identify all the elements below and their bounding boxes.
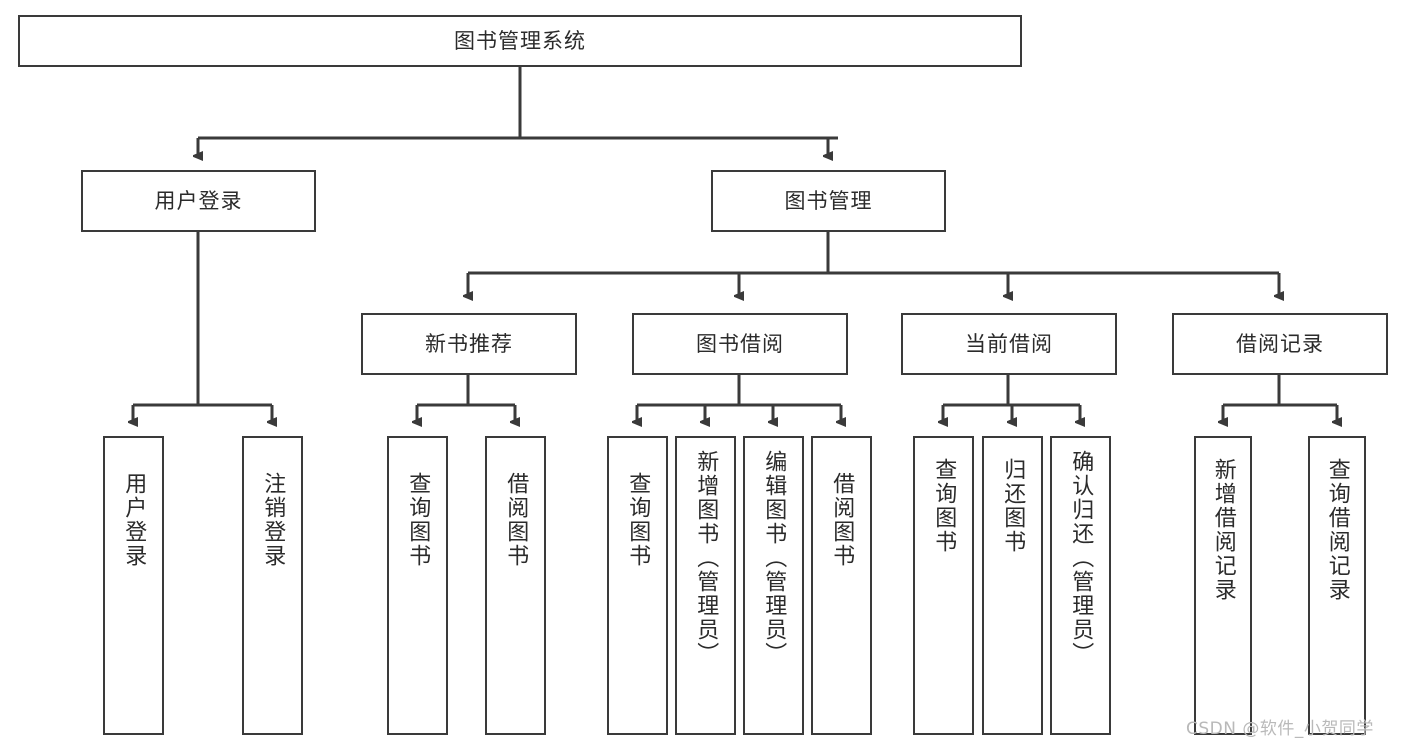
node-label: 借阅记录 (1236, 331, 1324, 356)
leaf-user-login-logout[interactable]: 注销登录 (242, 436, 303, 735)
leaf-borrow-record-add-record[interactable]: 新增借阅记录 (1194, 436, 1252, 735)
node-book-borrow[interactable]: 图书借阅 (632, 313, 848, 375)
node-label: 借阅图书 (829, 472, 855, 568)
leaf-book-borrow-query-book[interactable]: 查询图书 (607, 436, 668, 735)
node-label: 新书推荐 (425, 331, 513, 356)
node-current-borrow[interactable]: 当前借阅 (901, 313, 1117, 375)
node-label: 注销登录 (260, 472, 286, 568)
leaf-book-borrow-borrow-book[interactable]: 借阅图书 (811, 436, 872, 735)
node-label: 图书管理 (784, 188, 873, 213)
node-new-book-recommend[interactable]: 新书推荐 (361, 313, 577, 375)
node-label: 查询借阅记录 (1324, 458, 1350, 602)
node-label: 用户登录 (121, 472, 147, 568)
node-label: 图书管理系统 (454, 28, 586, 53)
leaf-book-borrow-add-book-admin[interactable]: 新增图书（管理员） (675, 436, 736, 735)
leaf-new-book-query-book[interactable]: 查询图书 (387, 436, 448, 735)
leaf-current-borrow-return-book[interactable]: 归还图书 (982, 436, 1043, 735)
node-book-management[interactable]: 图书管理 (711, 170, 946, 232)
node-label: 编辑图书（管理员） (761, 450, 787, 666)
node-borrow-record[interactable]: 借阅记录 (1172, 313, 1388, 375)
watermark-csdn: CSDN @软件_小贺同学 (1186, 719, 1374, 739)
leaf-user-login-login[interactable]: 用户登录 (103, 436, 164, 735)
node-label: 确认归还（管理员） (1068, 450, 1094, 666)
node-label: 用户登录 (154, 188, 243, 213)
leaf-new-book-borrow-book[interactable]: 借阅图书 (485, 436, 546, 735)
node-label: 归还图书 (1000, 458, 1026, 554)
leaf-book-borrow-edit-book-admin[interactable]: 编辑图书（管理员） (743, 436, 804, 735)
node-label: 新增图书（管理员） (693, 450, 719, 666)
node-label: 查询图书 (931, 458, 957, 554)
leaf-current-borrow-query-book[interactable]: 查询图书 (913, 436, 974, 735)
leaf-borrow-record-query-record[interactable]: 查询借阅记录 (1308, 436, 1366, 735)
node-label: 借阅图书 (503, 472, 529, 568)
node-root-book-management-system[interactable]: 图书管理系统 (18, 15, 1022, 67)
node-label: 查询图书 (625, 472, 651, 568)
node-label: 查询图书 (405, 472, 431, 568)
leaf-current-borrow-confirm-return-admin[interactable]: 确认归还（管理员） (1050, 436, 1111, 735)
node-label: 图书借阅 (696, 331, 784, 356)
node-label: 新增借阅记录 (1210, 458, 1236, 602)
node-label: 当前借阅 (965, 331, 1053, 356)
node-user-login[interactable]: 用户登录 (81, 170, 316, 232)
